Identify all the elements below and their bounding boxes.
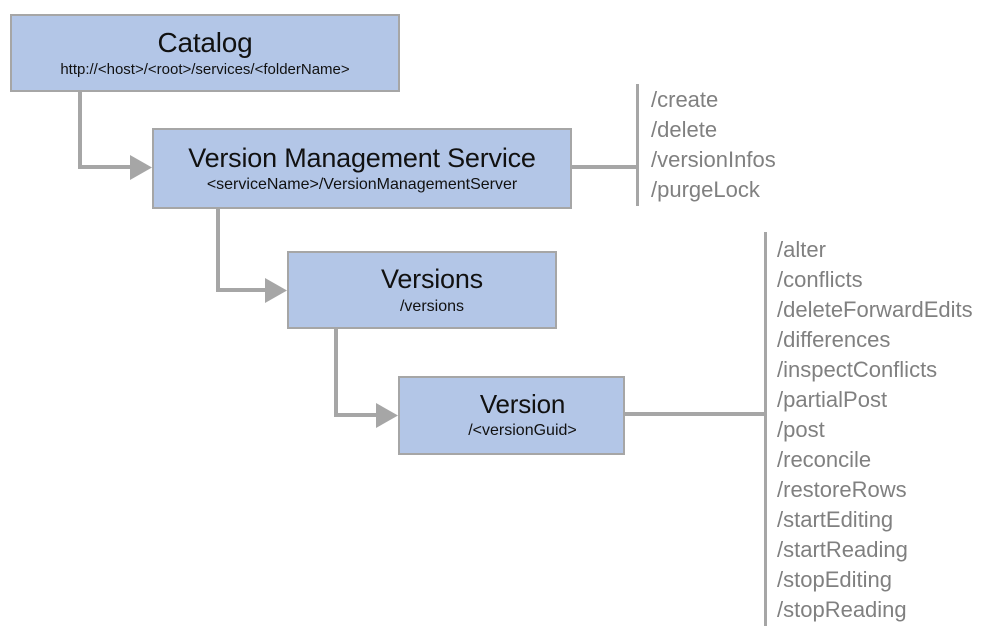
node-versions-subtitle: /versions xyxy=(399,297,465,315)
operation-item[interactable]: /restoreRows xyxy=(777,477,907,502)
node-versions[interactable]: Versions /versions xyxy=(287,251,557,329)
operation-item[interactable]: /delete xyxy=(651,117,718,142)
operation-list-service: /create /delete /versionInfos /purgeLock xyxy=(651,85,776,205)
node-version-management-service-title: Version Management Service xyxy=(188,142,536,173)
node-versions-title: Versions xyxy=(381,264,483,295)
operation-item[interactable]: /purgeLock xyxy=(651,177,760,202)
operation-item[interactable]: /startReading xyxy=(777,537,908,562)
node-catalog[interactable]: Catalog http://<host>/<root>/services/<f… xyxy=(10,14,400,92)
node-version[interactable]: Version /<versionGuid> xyxy=(398,376,625,455)
operation-item[interactable]: /differences xyxy=(777,327,891,352)
node-version-subtitle: /<versionGuid> xyxy=(468,422,577,440)
operation-item[interactable]: /inspectConflicts xyxy=(777,357,938,382)
group-bar-version-operations xyxy=(764,232,767,626)
operation-item[interactable]: /alter xyxy=(777,237,826,262)
operation-item[interactable]: /versionInfos xyxy=(651,147,776,172)
node-version-title: Version xyxy=(479,389,566,420)
operation-list-version: /alter /conflicts /deleteForwardEdits /d… xyxy=(777,235,973,625)
connector-service-to-versions xyxy=(216,209,287,303)
node-catalog-title: Catalog xyxy=(157,27,253,59)
group-bar-service-operations xyxy=(636,84,639,206)
operation-item[interactable]: /conflicts xyxy=(777,267,863,292)
operation-item[interactable]: /post xyxy=(777,417,825,442)
connector-versions-to-version xyxy=(334,329,398,428)
node-catalog-subtitle: http://<host>/<root>/services/<folderNam… xyxy=(60,60,350,78)
node-version-management-service-subtitle: <serviceName>/VersionManagementServer xyxy=(206,176,518,194)
operation-item[interactable]: /partialPost xyxy=(777,387,888,412)
node-version-management-service[interactable]: Version Management Service <serviceName>… xyxy=(152,128,572,209)
operation-item[interactable]: /deleteForwardEdits xyxy=(777,297,973,322)
operation-item[interactable]: /stopReading xyxy=(777,597,907,622)
operation-item[interactable]: /startEditing xyxy=(777,507,894,532)
operation-item[interactable]: /stopEditing xyxy=(777,567,892,592)
operation-item[interactable]: /create xyxy=(651,87,719,112)
connector-catalog-to-service xyxy=(78,92,152,180)
operation-item[interactable]: /reconcile xyxy=(777,447,872,472)
